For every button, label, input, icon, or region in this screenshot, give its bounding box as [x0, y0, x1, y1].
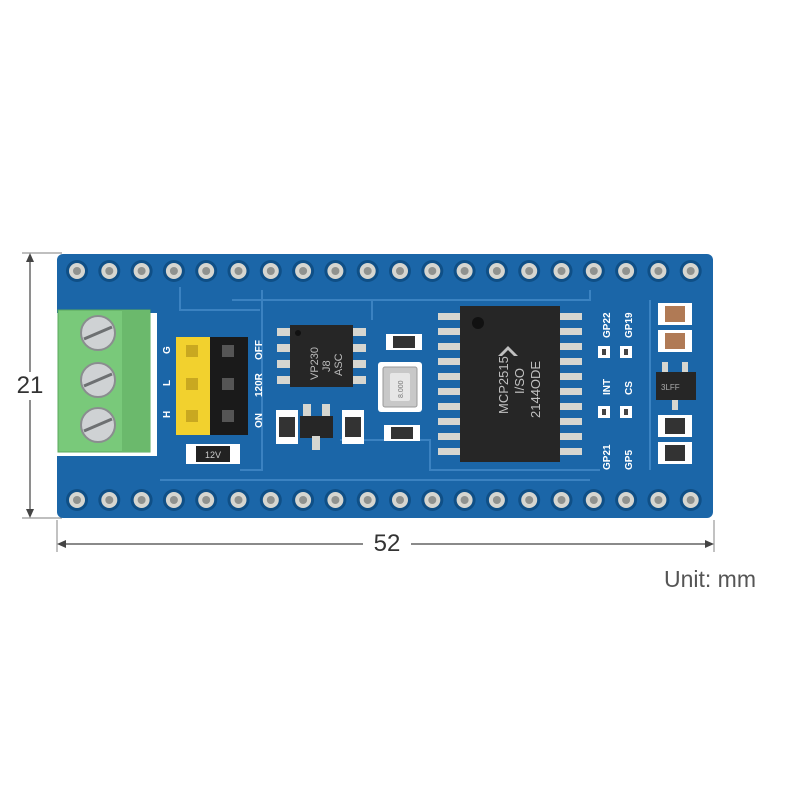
chip-lead	[558, 403, 582, 410]
chip-lead	[438, 358, 462, 365]
jumper-off-label: OFF	[254, 340, 265, 360]
jumper-on-label: ON	[254, 413, 265, 428]
svg-text:I/SO: I/SO	[512, 368, 527, 394]
right-components: 3LFF	[656, 303, 696, 464]
cs-label: CS	[624, 381, 635, 395]
svg-text:3LFF: 3LFF	[661, 383, 680, 392]
header-pins-bottom	[66, 489, 702, 511]
jumper-120r-label: 120R	[254, 372, 265, 397]
chip-lead	[558, 313, 582, 320]
gp19-label: GP19	[624, 312, 635, 338]
terminal-label-h: H	[162, 411, 173, 418]
chip-lead	[438, 448, 462, 455]
chip-lead	[558, 433, 582, 440]
int-label: INT	[602, 379, 613, 395]
smd-components	[276, 334, 422, 450]
chip-lead	[558, 373, 582, 380]
terminal-label-g: G	[162, 346, 173, 354]
chip-lead	[438, 313, 462, 320]
jumper-labels: ON 120R OFF	[254, 340, 265, 428]
chip-lead	[558, 448, 582, 455]
terminal-label-l: L	[162, 380, 173, 386]
chip-lead	[438, 328, 462, 335]
screw-terminal	[52, 309, 157, 456]
gp5-label: GP5	[624, 450, 635, 470]
terminal-labels: H L G	[162, 346, 173, 418]
chip-lead	[558, 343, 582, 350]
chip-lead	[438, 403, 462, 410]
jumper-pads	[598, 346, 632, 418]
controller-chip-pins	[438, 313, 582, 455]
svg-text:ASC: ASC	[333, 353, 345, 376]
chip-lead	[438, 418, 462, 425]
chip-lead	[438, 433, 462, 440]
microchip-logo-icon	[498, 346, 518, 356]
svg-text:8.000: 8.000	[398, 380, 405, 398]
pin-labels: GP21 GP5 INT CS GP22 GP19	[602, 312, 635, 470]
chip-lead	[438, 343, 462, 350]
jumper-chip: 12V	[186, 444, 240, 464]
chip-lead	[558, 388, 582, 395]
height-dimension-label: 21	[10, 372, 50, 400]
chip-lead	[558, 328, 582, 335]
chip-lead	[558, 358, 582, 365]
chip-lead	[438, 388, 462, 395]
chip-lead	[558, 418, 582, 425]
jumper-header	[176, 337, 248, 435]
svg-text:MCP2515: MCP2515	[496, 356, 511, 414]
gp21-label: GP21	[602, 444, 613, 470]
header-pins-top	[66, 260, 702, 282]
svg-text:12V: 12V	[205, 450, 221, 460]
controller-chip: MCP2515 I/SO 2144ODE	[460, 306, 560, 462]
crystal-oscillator: 8.000	[378, 362, 422, 412]
svg-text:VP230: VP230	[309, 347, 321, 380]
transceiver-chip: VP230 J8 ASC	[277, 325, 366, 387]
svg-text:J8: J8	[321, 360, 333, 372]
gp22-label: GP22	[602, 312, 613, 338]
width-dimension-label: 52	[363, 530, 411, 558]
svg-text:2144ODE: 2144ODE	[528, 361, 543, 418]
chip-lead	[438, 373, 462, 380]
unit-label: Unit: mm	[664, 566, 756, 592]
